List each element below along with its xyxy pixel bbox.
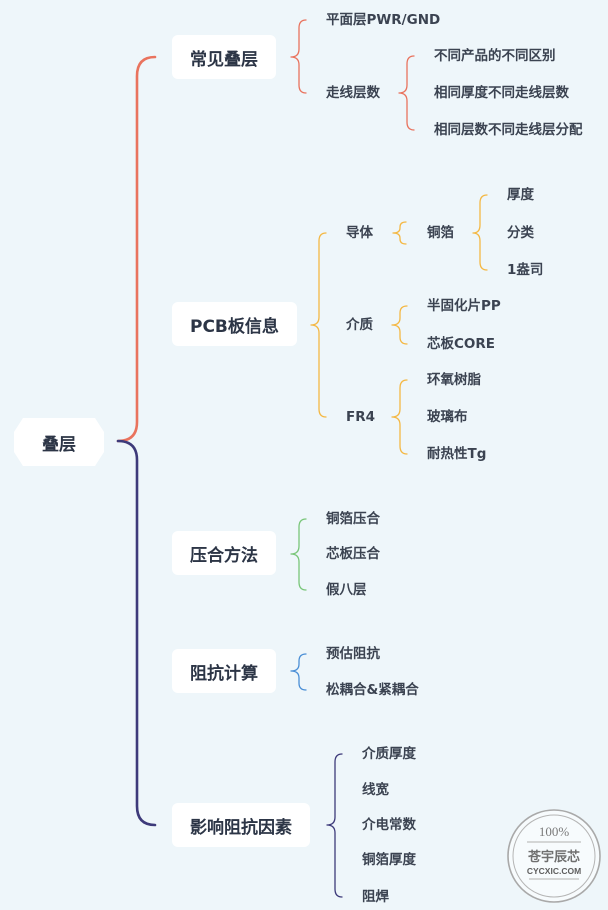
brace-impedance-factors — [326, 753, 343, 898]
brace-root-upper — [116, 55, 157, 443]
item-copper-thickness-factor: 铜箔厚度 — [362, 852, 416, 868]
root-label: 叠层 — [42, 434, 76, 455]
topic-common-stackup: 常见叠层 — [172, 35, 276, 79]
item-dielectric-constant: 介电常数 — [362, 817, 416, 833]
brace-root-lower — [116, 439, 157, 827]
item-routing-same-layer-count: 相同层数不同走线层分配 — [434, 122, 583, 138]
stamp-percent: 100% — [539, 824, 570, 839]
brace-conductor — [392, 221, 407, 245]
item-epoxy-resin: 环氧树脂 — [427, 372, 481, 388]
item-copper-thickness: 厚度 — [507, 187, 534, 203]
brace-common-stackup — [290, 19, 307, 94]
item-fake-eight-layer: 假八层 — [326, 582, 367, 598]
subtopic-dielectric: 介质 — [346, 317, 373, 333]
item-core-lamination: 芯板压合 — [326, 546, 380, 562]
brace-copper-foil — [472, 194, 488, 271]
item-core-board: 芯板CORE — [427, 336, 496, 352]
item-copper-one-ounce: 1盎司 — [507, 262, 544, 278]
item-glass-cloth: 玻璃布 — [427, 409, 468, 425]
item-prepreg: 半固化片PP — [427, 298, 501, 314]
topic-pcb-board-info: PCB板信息 — [172, 302, 297, 346]
item-loose-tight-coupling: 松耦合&紧耦合 — [326, 682, 419, 698]
subtopic-plane-layer: 平面层PWR/GND — [326, 12, 441, 28]
item-solder-mask: 阻焊 — [362, 889, 389, 905]
brace-pcb-board-info — [310, 232, 327, 418]
brace-routing-layers — [398, 55, 415, 131]
stamp-site: CYCXIC.COM — [527, 866, 581, 876]
subtopic-routing-layers: 走线层数 — [326, 85, 380, 101]
brace-lamination-method — [290, 518, 307, 591]
topic-impedance-calculation: 阻抗计算 — [172, 649, 276, 693]
item-routing-same-thickness: 相同厚度不同走线层数 — [434, 85, 569, 101]
root-node: 叠层 — [14, 418, 104, 466]
item-dielectric-thickness: 介质厚度 — [362, 746, 416, 762]
brace-dielectric — [391, 305, 408, 345]
item-heat-resistance: 耐热性Tg — [427, 446, 487, 462]
subtopic-conductor: 导体 — [346, 225, 373, 241]
item-copper-foil-lamination: 铜箔压合 — [326, 511, 380, 527]
stamp-name: 苍宇辰芯 — [527, 849, 580, 865]
item-routing-product-difference: 不同产品的不同区别 — [434, 48, 556, 64]
subtopic-copper-foil: 铜箔 — [427, 225, 454, 241]
watermark-stamp: 100% 苍宇辰芯 CYCXIC.COM — [507, 809, 601, 903]
item-copper-category: 分类 — [507, 225, 534, 241]
brace-fr4 — [391, 379, 408, 455]
item-impedance-estimate: 预估阻抗 — [326, 646, 380, 662]
topic-lamination-method: 压合方法 — [172, 531, 276, 575]
topic-impedance-factors: 影响阻抗因素 — [172, 803, 310, 847]
item-line-width: 线宽 — [362, 782, 389, 798]
subtopic-fr4: FR4 — [346, 409, 376, 425]
brace-impedance-calculation — [290, 653, 307, 691]
